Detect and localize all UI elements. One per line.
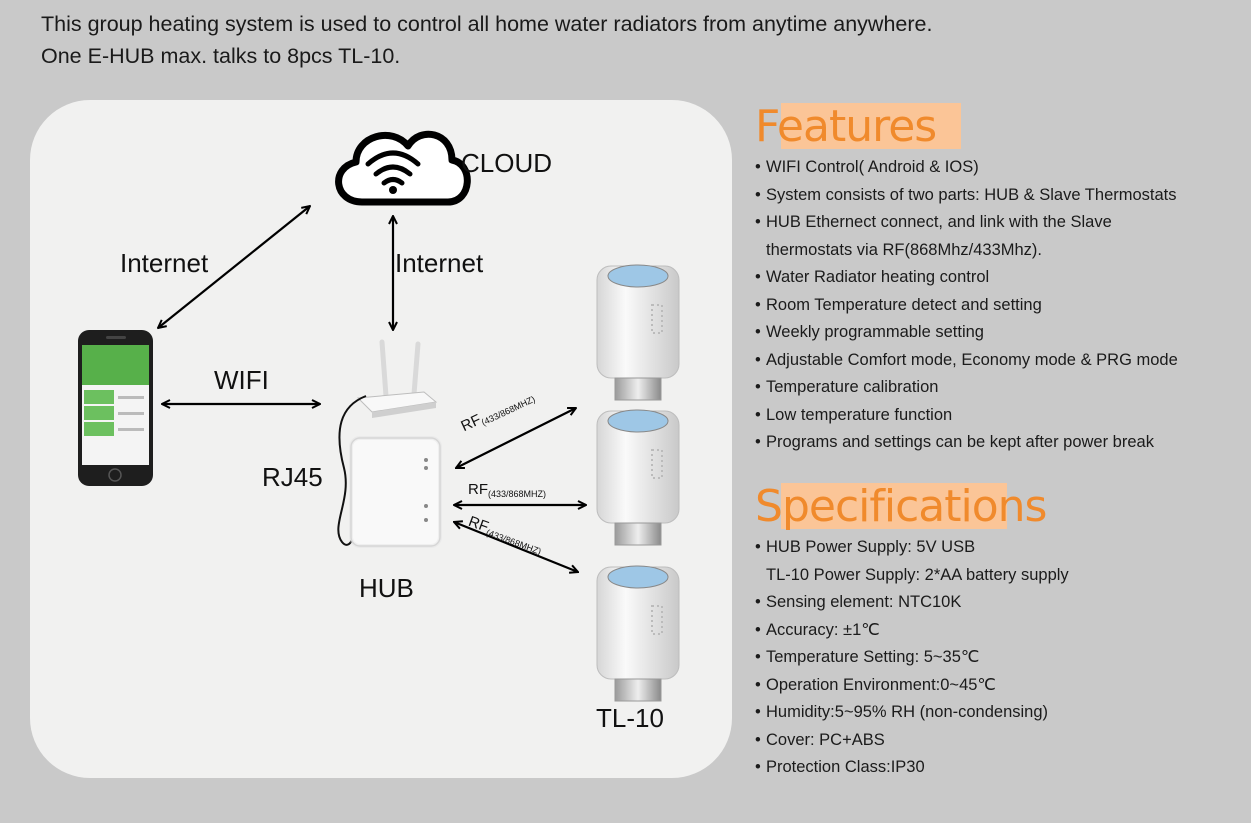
list-item: thermostats via RF(868Mhz/433Mhz).: [766, 240, 1043, 259]
bullet: •: [755, 433, 761, 451]
list-item: •HUB Power Supply: 5V USB: [755, 534, 1069, 562]
specifications-title-highlight: [781, 483, 1007, 529]
bullet: •: [755, 675, 761, 694]
list-item: TL-10 Power Supply: 2*AA battery supply: [766, 565, 1069, 584]
list-item: •Temperature Setting: 5~35℃: [755, 644, 1069, 672]
list-item: •Cover: PC+ABS: [755, 727, 1069, 755]
list-item: •Adjustable Comfort mode, Economy mode &…: [755, 347, 1178, 375]
router-image: [356, 339, 438, 418]
list-item: •Water Radiator heating control: [755, 264, 1178, 292]
thermostat-image-1: [596, 264, 680, 401]
bullet: •: [755, 538, 761, 556]
bullet: •: [755, 213, 761, 231]
list-item: •Operation Environment:0~45℃: [755, 672, 1069, 700]
list-item: •Protection Class:IP30: [755, 754, 1069, 782]
bullet: •: [755, 158, 761, 176]
list-item: •Accuracy: ±1℃: [755, 617, 1069, 645]
list-item: •Humidity:5~95% RH (non-condensing): [755, 699, 1069, 727]
internet-label-center: Internet: [395, 248, 484, 278]
smartphone-image: [78, 330, 153, 486]
bullet: •: [755, 405, 761, 424]
features-title: Features: [755, 101, 937, 153]
features-title-highlight: [781, 103, 961, 149]
tl10-label: TL-10: [596, 703, 664, 733]
bullet: •: [755, 295, 761, 314]
bullet: •: [755, 323, 761, 341]
rf-label-2-main: RF: [468, 481, 488, 498]
rf-arrow-1: [456, 408, 576, 468]
bullet: •: [755, 185, 761, 204]
list-item: •Programs and settings can be kept after…: [755, 429, 1178, 457]
features-title-first: F: [755, 101, 778, 152]
specifications-title-rest: pecifications: [781, 481, 1047, 532]
list-item: •Low temperature function: [755, 402, 1178, 430]
bullet: •: [755, 350, 761, 369]
rf-label-2-sub: (433/868MHZ): [488, 489, 547, 499]
rj45-cable: [337, 395, 367, 546]
list-item: •Temperature calibration: [755, 374, 1178, 402]
cloud-label: CLOUD: [461, 148, 553, 178]
thermostat-image-2: [596, 409, 680, 546]
bullet: •: [755, 730, 761, 749]
bullet: •: [755, 703, 761, 721]
hub-label: HUB: [359, 573, 414, 603]
cloud-icon: [335, 130, 471, 206]
specifications-title: Specifications: [755, 481, 1047, 533]
rf-label-2: RF(433/868MHZ): [468, 481, 546, 499]
bullet: •: [755, 758, 761, 776]
bullet: •: [755, 620, 761, 639]
internet-label-left: Internet: [120, 248, 209, 278]
specifications-title-first: S: [755, 481, 783, 532]
list-item: •Room Temperature detect and setting: [755, 292, 1178, 320]
internet-arrow-phone-cloud: [158, 206, 310, 328]
rf-arrow-3: [454, 522, 578, 572]
thermostat-image-3: [596, 565, 680, 702]
bullet: •: [755, 268, 761, 286]
list-item: •HUB Ethernect connect, and link with th…: [755, 209, 1178, 237]
list-item: •WIFI Control( Android & IOS): [755, 154, 1178, 182]
list-item: •Sensing element: NTC10K: [755, 589, 1069, 617]
intro-line-1: This group heating system is used to con…: [41, 12, 933, 36]
wifi-label: WIFI: [214, 365, 269, 395]
bullet: •: [755, 593, 761, 611]
rj45-label: RJ45: [262, 462, 323, 492]
bullet: •: [755, 648, 761, 666]
specifications-list: •HUB Power Supply: 5V USB TL-10 Power Su…: [755, 534, 1069, 782]
bullet: •: [755, 378, 761, 396]
list-item: •System consists of two parts: HUB & Sla…: [755, 182, 1178, 210]
features-list: •WIFI Control( Android & IOS) •System co…: [755, 154, 1178, 457]
intro-text: This group heating system is used to con…: [41, 8, 932, 72]
intro-line-2: One E-HUB max. talks to 8pcs TL-10.: [41, 44, 401, 68]
hub-image: [349, 436, 442, 548]
list-item: •Weekly programmable setting: [755, 319, 1178, 347]
features-title-rest: eatures: [776, 101, 937, 152]
